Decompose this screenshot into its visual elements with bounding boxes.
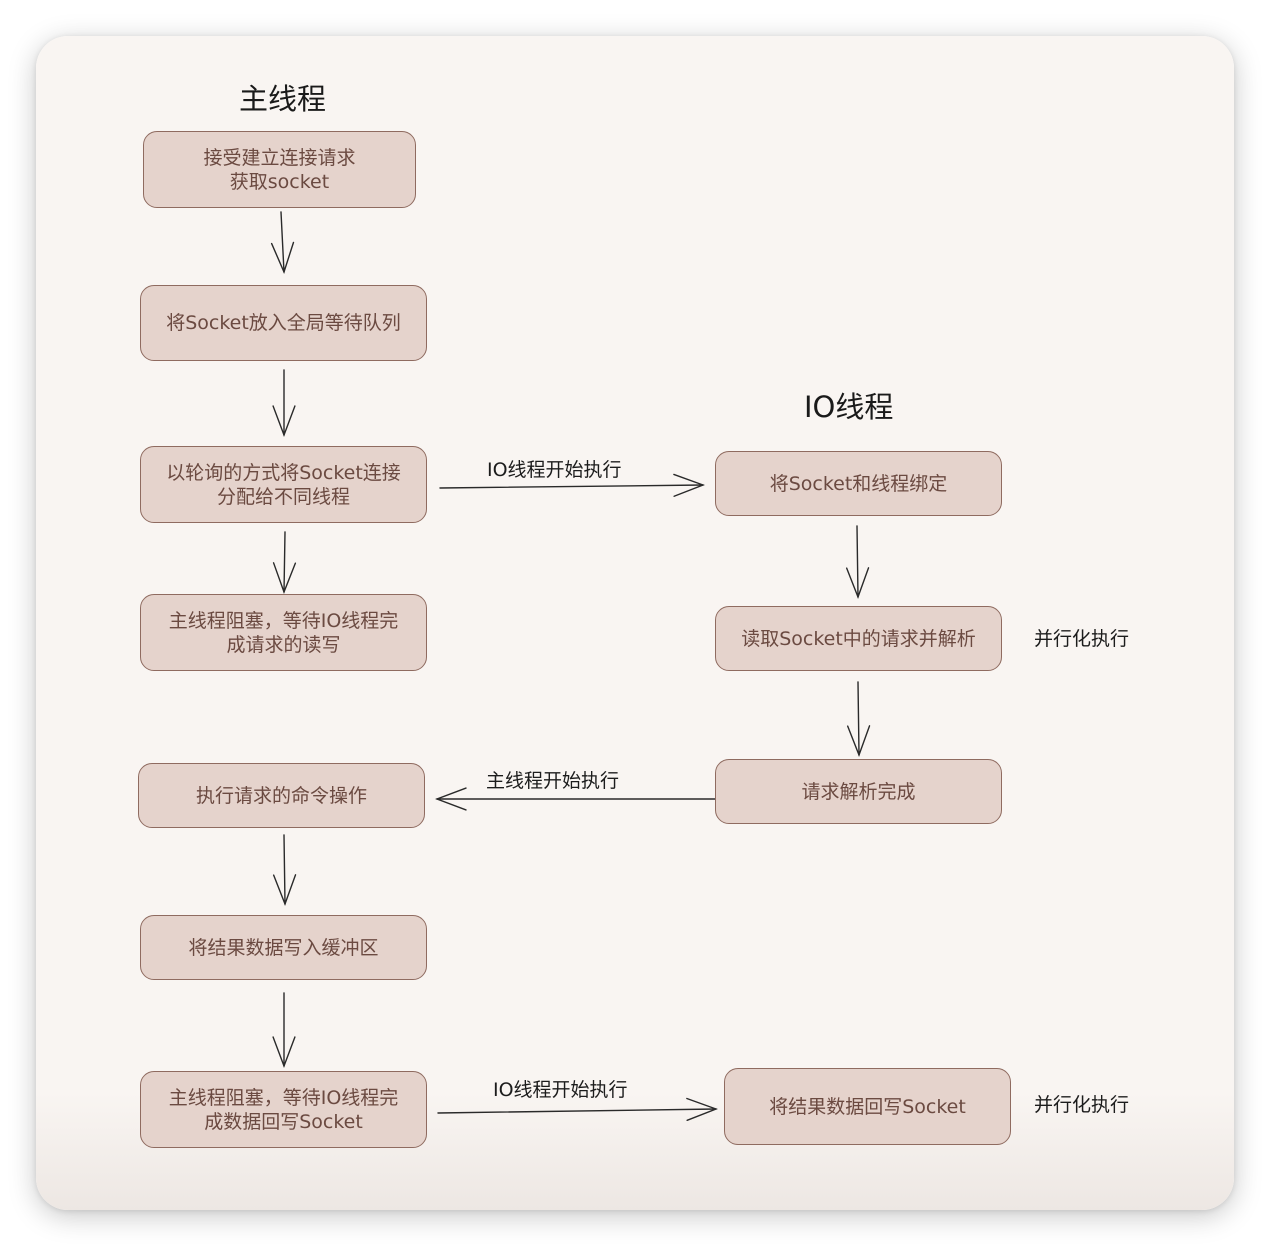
node-write-buffer[interactable]: 将结果数据写入缓冲区 <box>140 915 427 980</box>
arrowhead-icon <box>272 562 297 594</box>
arrowhead-icon <box>686 1097 718 1122</box>
node-bind-socket[interactable]: 将Socket和线程绑定 <box>715 451 1002 516</box>
node-wait-write[interactable]: 主线程阻塞，等待IO线程完 成数据回写Socket <box>140 1071 427 1148</box>
edge-enqueue-to-distribute <box>272 369 296 437</box>
annotation-parallel-read: 并行化执行 <box>1034 628 1130 650</box>
edge-distribute-to-bind <box>439 473 705 497</box>
main-thread-title: 主线程 <box>239 82 327 116</box>
arrowhead-icon <box>845 567 870 599</box>
node-accept-connection[interactable]: 接受建立连接请求 获取socket <box>143 131 416 208</box>
node-execute-command[interactable]: 执行请求的命令操作 <box>138 763 425 828</box>
edge-label-main-start: 主线程开始执行 <box>486 770 620 792</box>
arrowhead-icon <box>272 874 297 906</box>
arrowhead-icon <box>435 787 467 811</box>
edge-label-io-start-2: IO线程开始执行 <box>493 1079 628 1101</box>
arrowhead-icon <box>272 1036 296 1068</box>
arrowhead-icon <box>673 473 705 497</box>
node-parse-done[interactable]: 请求解析完成 <box>715 759 1002 824</box>
node-enqueue-socket[interactable]: 将Socket放入全局等待队列 <box>140 285 427 361</box>
node-wait-read[interactable]: 主线程阻塞，等待IO线程完 成请求的读写 <box>140 594 427 671</box>
edge-label-io-start-1: IO线程开始执行 <box>487 459 622 481</box>
node-write-back[interactable]: 将结果数据回写Socket <box>724 1068 1011 1145</box>
arrowhead-icon <box>846 725 871 757</box>
edge-parse-done-to-execute <box>435 787 716 811</box>
edge-accept-to-enqueue <box>270 211 295 274</box>
edge-execute-to-write-buffer <box>272 834 297 906</box>
edge-distribute-to-wait-read <box>272 531 297 594</box>
edge-read-parse-to-parse-done <box>846 681 871 757</box>
edge-write-buffer-to-wait-write <box>272 992 296 1068</box>
io-thread-title: IO线程 <box>804 390 894 424</box>
annotation-parallel-write: 并行化执行 <box>1034 1094 1130 1116</box>
edge-wait-write-to-write-back <box>437 1097 718 1122</box>
edge-bind-to-read-parse <box>845 525 870 599</box>
node-read-parse[interactable]: 读取Socket中的请求并解析 <box>715 606 1002 671</box>
arrowhead-icon <box>270 241 295 274</box>
node-distribute-sockets[interactable]: 以轮询的方式将Socket连接 分配给不同线程 <box>140 446 427 523</box>
arrowhead-icon <box>272 405 296 437</box>
